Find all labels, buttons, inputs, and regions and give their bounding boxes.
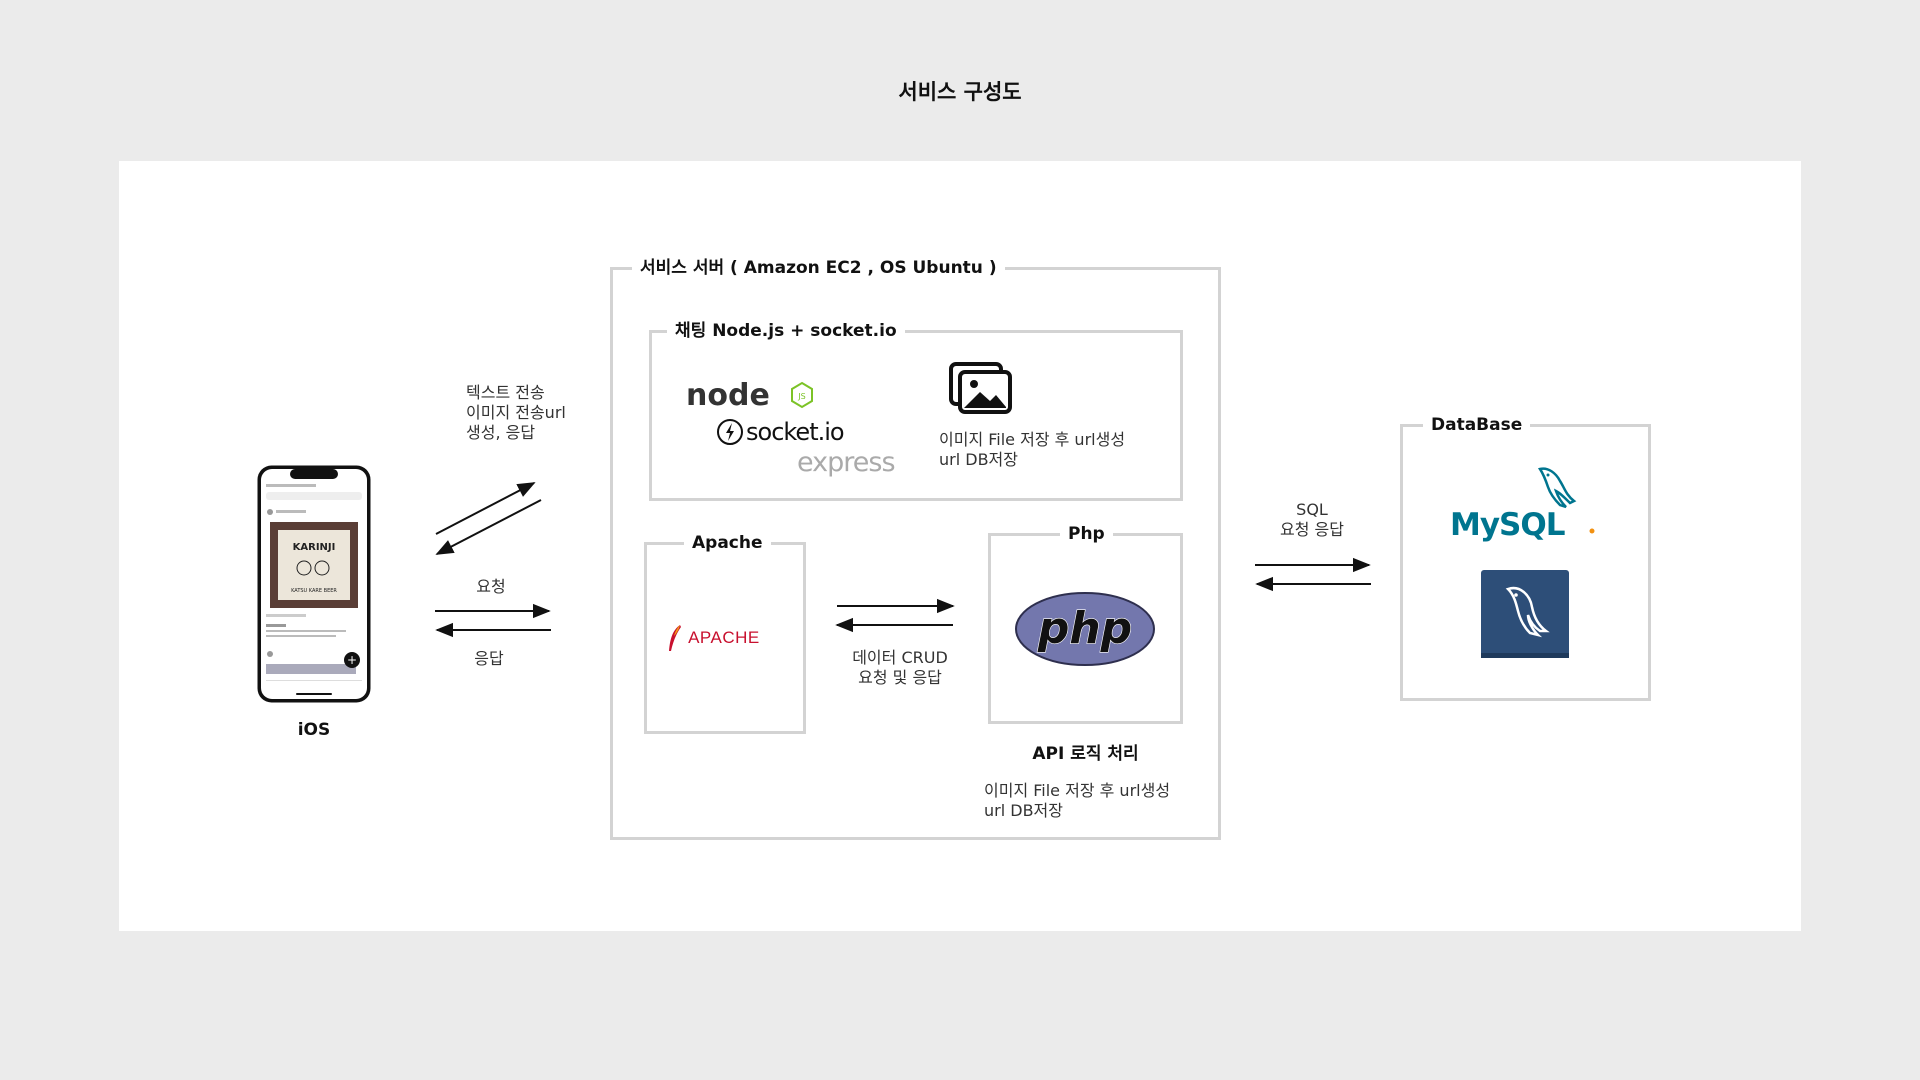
crud-label: 데이터 CRUD 요청 및 응답 [835, 648, 965, 688]
sql-label: SQL 요청 응답 [1252, 500, 1372, 540]
mysql-dolphin-icon: MySQL [1450, 467, 1595, 543]
crud-label-line-1: 데이터 CRUD [852, 648, 948, 667]
php-box: Php php [988, 523, 1183, 724]
crud-label-line-2: 요청 및 응답 [858, 668, 942, 687]
svg-text:JS: JS [797, 392, 805, 401]
chat-desc-line-1: 이미지 File 저장 후 url생성 [939, 430, 1126, 449]
apache-feather-icon [669, 625, 681, 651]
diagram-canvas: KARINJI KATSU KARE BEER + iOS 텍스트 전송 이미지… [119, 161, 1801, 931]
page-title: 서비스 구성도 [898, 80, 1022, 104]
php-logo-icon: php [1015, 592, 1155, 666]
apache-logo-text: APACHE [688, 628, 760, 647]
iphone-icon: KARINJI KATSU KARE BEER + [257, 465, 371, 703]
php-desc-line-1: 이미지 File 저장 후 url생성 [984, 781, 1171, 800]
phone-app-subtitle: KATSU KARE BEER [291, 588, 337, 594]
mysql-text: MySQL [1450, 507, 1565, 543]
apache-box: Apache APACHE [644, 532, 806, 734]
diagonal-arrow-up [435, 482, 536, 535]
node-text: node [686, 378, 770, 413]
svg-text:+: + [347, 653, 357, 667]
image-gallery-icon [948, 361, 1014, 421]
php-logo-text: php [1037, 603, 1132, 654]
database-title: DataBase [1423, 414, 1531, 436]
socketio-icon: socket.io [717, 418, 845, 446]
service-server-box: 서비스 서버 ( Amazon EC2 , OS Ubuntu ) 채팅 Nod… [610, 257, 1221, 840]
nodejs-icon: node JS [686, 378, 813, 413]
phone-app-title: KARINJI [293, 542, 336, 553]
chat-desc-line-2: url DB저장 [939, 450, 1018, 469]
ios-label: iOS [297, 720, 331, 740]
apache-title: Apache [684, 532, 771, 554]
php-desc: 이미지 File 저장 후 url생성 url DB저장 [984, 781, 1170, 821]
request-label: 요청 [476, 577, 506, 596]
apache-logo: APACHE [667, 624, 760, 652]
upper-transfer-line-1: 텍스트 전송 [466, 383, 545, 402]
nodejs-logo: node JS [686, 377, 816, 417]
php-logo: php [1014, 591, 1156, 671]
upper-transfer-line-2: 이미지 전송url [466, 403, 566, 422]
database-box: DataBase MySQL [1400, 414, 1651, 701]
chat-desc: 이미지 File 저장 후 url생성 url DB저장 [939, 430, 1125, 470]
diagonal-arrow-down [435, 499, 542, 555]
ios-device: KARINJI KATSU KARE BEER + [256, 464, 372, 704]
upper-transfer-label: 텍스트 전송 이미지 전송url 생성, 응답 [466, 383, 566, 443]
php-caption: API 로직 처리 [1032, 744, 1139, 764]
express-logo: express [797, 447, 896, 478]
php-title: Php [1060, 523, 1113, 545]
socketio-logo: socket.io [716, 415, 866, 453]
mysql-logo: MySQL [1448, 465, 1598, 549]
upper-transfer-line-3: 생성, 응답 [466, 423, 536, 442]
response-label: 응답 [474, 649, 504, 668]
chat-title: 채팅 Node.js + socket.io [667, 320, 905, 342]
sql-label-line-2: 요청 응답 [1280, 520, 1344, 539]
socketio-text: socket.io [746, 418, 844, 446]
service-server-title: 서비스 서버 ( Amazon EC2 , OS Ubuntu ) [632, 257, 1005, 279]
mysql-workbench-icon [1480, 569, 1570, 659]
sql-label-line-1: SQL [1296, 500, 1328, 519]
chat-box: 채팅 Node.js + socket.io node JS socket.io… [649, 320, 1183, 501]
connector-arrows [435, 482, 1371, 638]
php-desc-line-2: url DB저장 [984, 801, 1063, 820]
